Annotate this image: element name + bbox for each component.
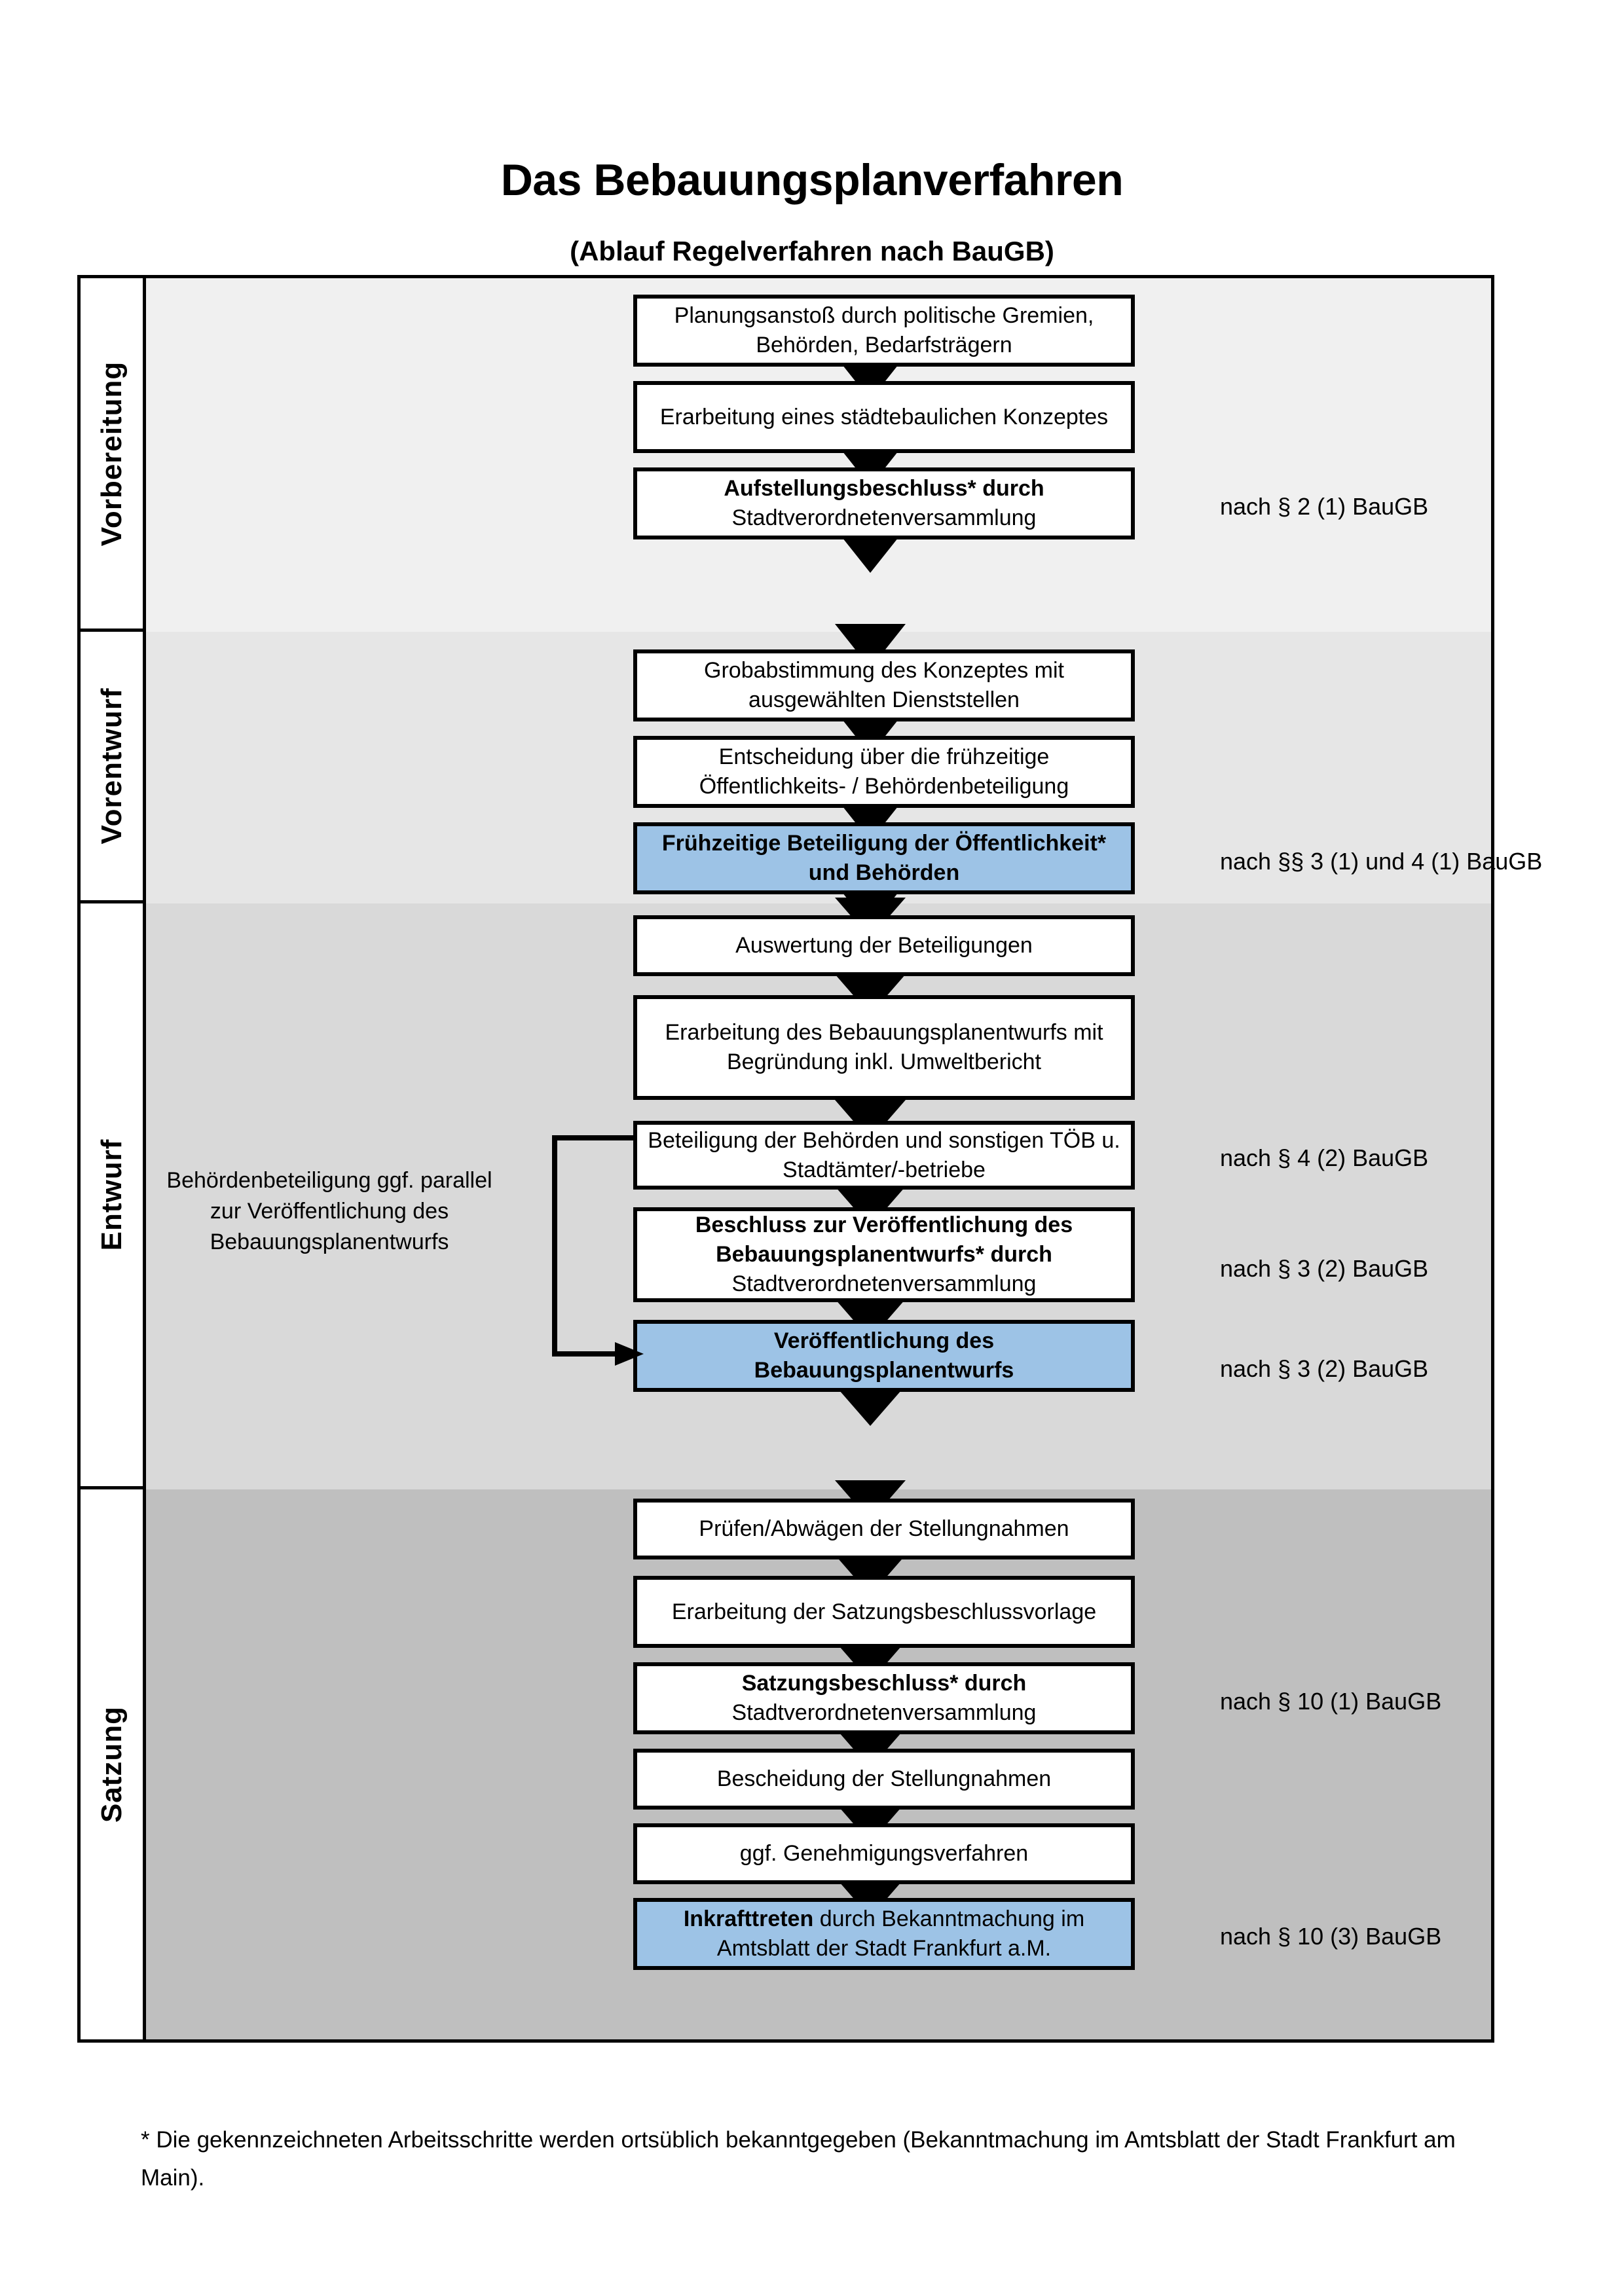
baugb-reference-note: nach § 2 (1) BauGB [1220, 493, 1429, 520]
flow-step-box[interactable]: Aufstellungsbeschluss* durch Stadtverord… [633, 467, 1135, 539]
flow-step-box[interactable]: Beteiligung der Behörden und sonstigen T… [633, 1121, 1135, 1190]
phase-label-text: Vorentwurf [95, 687, 128, 845]
phase-label-vorbereitung: Vorbereitung [81, 278, 146, 632]
phase-label-satzung: Satzung [81, 1489, 146, 2039]
baugb-reference-note: nach § 4 (2) BauGB [1220, 1144, 1429, 1171]
flow-step-text: Bescheidung der Stellungnahmen [716, 1766, 1052, 1792]
flow-step-box[interactable]: Erarbeitung der Satzungsbeschlussvorlage [633, 1576, 1135, 1648]
flow-step-text: ggf. Genehmigungsverfahren [739, 1841, 1029, 1867]
flow-step-rest: durch Bekanntmachung im Amtsblatt der St… [716, 1906, 1085, 1961]
flow-step-box[interactable]: Bescheidung der Stellungnahmen [633, 1749, 1135, 1810]
flow-step-text: Veröffentlichung des Bebauungsplanentwur… [644, 1326, 1124, 1385]
phase-band-entwurf: Entwurf Auswertung der Beteiligungen Era… [81, 898, 1491, 1489]
flow-step-box[interactable]: Planungsanstoß durch politische Gremien,… [633, 295, 1135, 367]
flow-step-box[interactable]: Erarbeitung eines städtebaulichen Konzep… [633, 381, 1135, 453]
baugb-reference-note: nach § 3 (2) BauGB [1220, 1355, 1429, 1382]
phase-band-vorbereitung: Vorbereitung Planungsanstoß durch politi… [81, 278, 1491, 632]
flow-step-text: Prüfen/Abwägen der Stellungnahmen [699, 1516, 1069, 1542]
flow-step-text: Beschluss zur Veröffentlichung des Bebau… [644, 1211, 1124, 1299]
flow-step-text: Beteiligung der Behörden und sonstigen T… [648, 1127, 1120, 1182]
flow-step-rest: Stadtverordnetenversammlung [731, 1271, 1037, 1296]
page-subtitle: (Ablauf Regelverfahren nach BauGB) [570, 235, 1054, 266]
baugb-reference-note: nach § 10 (1) BauGB [1220, 1688, 1442, 1715]
phase-band-satzung: Satzung Prüfen/Abwägen der Stellungnahme… [81, 1480, 1491, 2039]
flow-step-text: Erarbeitung eines städtebaulichen Konzep… [659, 404, 1109, 429]
phase-label-vorentwurf: Vorentwurf [81, 632, 146, 903]
flow-step-bold-lead: Aufstellungsbeschluss* durch [724, 476, 1044, 501]
flow-step-bold-lead: Veröffentlichung des Bebauungsplanentwur… [754, 1328, 1014, 1383]
phase-body-vorentwurf: Grobabstimmung des Konzeptes mit ausgewä… [146, 624, 1542, 928]
phase-label-entwurf: Entwurf [81, 903, 146, 1489]
flowchart-frame: Vorbereitung Planungsanstoß durch politi… [77, 275, 1542, 2043]
flow-step-bold-lead: Satzungsbeschluss* durch [741, 1671, 1027, 1696]
phase-band-vorentwurf: Vorentwurf Grobabstimmung des Konzeptes … [81, 624, 1542, 928]
flow-step-box[interactable]: ggf. Genehmigungsverfahren [633, 1823, 1135, 1884]
flow-step-box[interactable]: Entscheidung über die frühzeitige Öffent… [633, 736, 1135, 808]
flow-step-text: Aufstellungsbeschluss* durch Stadtverord… [644, 474, 1124, 533]
baugb-reference-note: nach §§ 3 (1) und 4 (1) BauGB [1220, 848, 1543, 875]
flow-step-text: Frühzeitige Beteiligung der Öffentlichke… [644, 829, 1124, 888]
baugb-reference-note: nach § 3 (2) BauGB [1220, 1255, 1429, 1282]
flow-step-text: Erarbeitung der Satzungsbeschlussvorlage [671, 1599, 1097, 1624]
flow-step-box-highlight[interactable]: Veröffentlichung des Bebauungsplanentwur… [633, 1320, 1135, 1392]
phase-body-satzung: Prüfen/Abwägen der Stellungnahmen Erarbe… [146, 1480, 1491, 2039]
baugb-reference-note: nach § 10 (3) BauGB [1220, 1923, 1442, 1950]
page-title: Das Bebauungsplanverfahren [500, 155, 1124, 205]
flow-step-text: Entscheidung über die frühzeitige Öffent… [699, 744, 1069, 799]
flow-step-box[interactable]: Grobabstimmung des Konzeptes mit ausgewä… [633, 649, 1135, 721]
flow-step-bold-lead: Beschluss zur Veröffentlichung des Bebau… [695, 1212, 1073, 1267]
flow-step-box[interactable]: Prüfen/Abwägen der Stellungnahmen [633, 1499, 1135, 1559]
phase-label-text: Vorbereitung [95, 361, 128, 546]
entwurf-side-note: Behördenbeteiligung ggf. parallel zur Ve… [166, 1168, 492, 1254]
flow-step-box-highlight[interactable]: Inkrafttreten durch Bekanntmachung im Am… [633, 1898, 1135, 1970]
flow-step-box[interactable]: Erarbeitung des Bebauungsplanentwurfs mi… [633, 995, 1135, 1100]
flow-step-text: Planungsanstoß durch politische Gremien,… [674, 303, 1094, 357]
flow-step-rest: Stadtverordnetenversammlung [731, 505, 1037, 530]
flow-step-box[interactable]: Satzungsbeschluss* durch Stadtverordnete… [633, 1662, 1135, 1734]
flow-step-box-highlight[interactable]: Frühzeitige Beteiligung der Öffentlichke… [633, 822, 1135, 894]
flow-step-rest: Stadtverordnetenversammlung [731, 1700, 1037, 1725]
flow-step-box[interactable]: Auswertung der Beteiligungen [633, 915, 1135, 976]
flow-step-text: Satzungsbeschluss* durch Stadtverordnete… [644, 1669, 1124, 1728]
flow-step-bold-lead: Frühzeitige Beteiligung der Öffentlichke… [661, 831, 1107, 885]
phase-label-text: Satzung [95, 1705, 128, 1823]
flow-step-box[interactable]: Beschluss zur Veröffentlichung des Bebau… [633, 1207, 1135, 1302]
flow-step-bold-lead: Inkrafttreten [683, 1906, 814, 1932]
flow-step-text: Inkrafttreten durch Bekanntmachung im Am… [644, 1904, 1124, 1963]
phase-body-entwurf: Auswertung der Beteiligungen Erarbeitung… [146, 898, 1491, 1489]
phase-body-vorbereitung: Planungsanstoß durch politische Gremien,… [146, 278, 1491, 632]
footnote-text: * Die gekennzeichneten Arbeitsschritte w… [141, 2127, 1456, 2191]
flow-step-text: Grobabstimmung des Konzeptes mit ausgewä… [704, 658, 1064, 712]
phase-label-text: Entwurf [95, 1139, 128, 1251]
flow-connector-arrow [835, 1385, 906, 1426]
flow-step-text: Auswertung der Beteiligungen [735, 933, 1033, 958]
flow-step-text: Erarbeitung des Bebauungsplanentwurfs mi… [665, 1020, 1103, 1074]
